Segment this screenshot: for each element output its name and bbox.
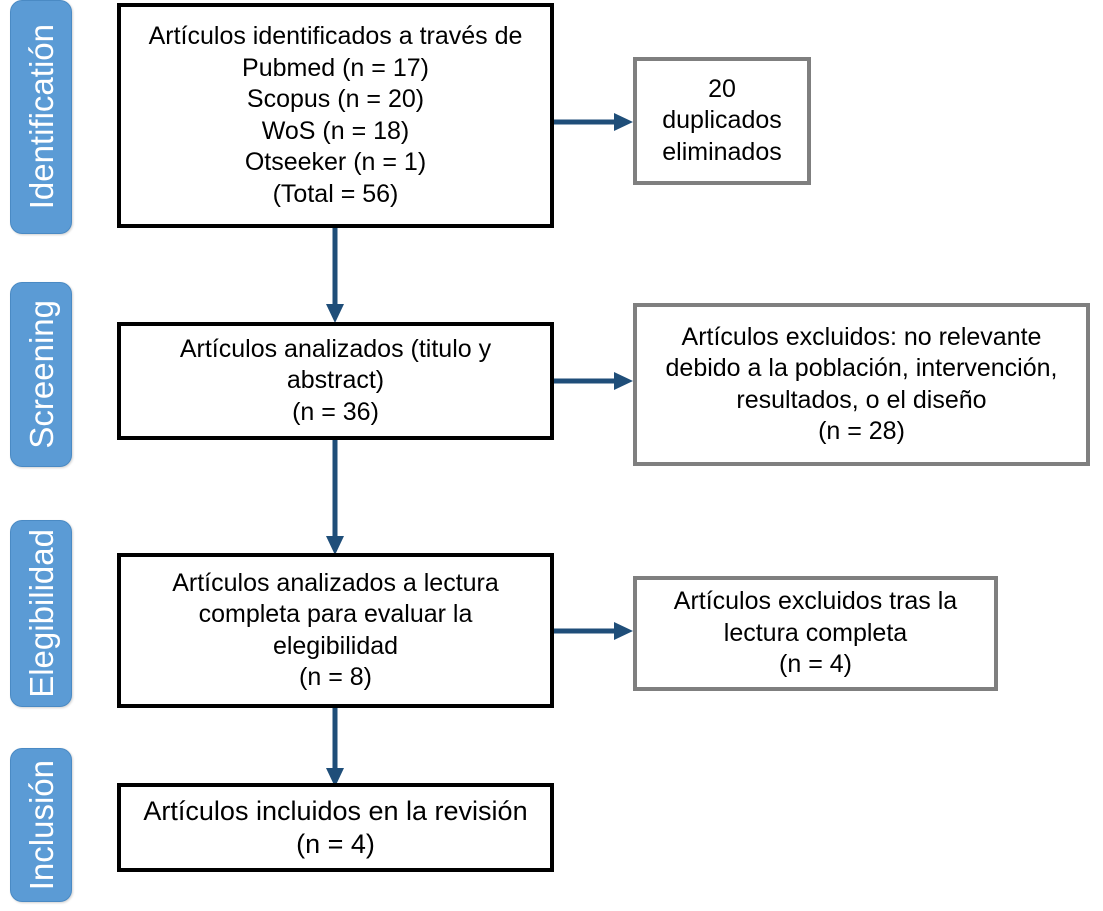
arrow-identified-to-screened (323, 228, 347, 324)
stage-tab-inclusion-label: Inclusión (22, 759, 60, 891)
box-articles-screened-text: Artículos analizados (titulo y abstract)… (179, 334, 492, 426)
box-screening-excluded: Artículos excluidos: no relevante debido… (633, 303, 1090, 466)
arrow-screened-to-fulltext (323, 440, 347, 556)
arrow-fulltext-to-fulltext-excluded (554, 619, 634, 643)
box-articles-identified-text: Artículos identificados a través de Pubm… (148, 22, 523, 208)
box-articles-included: Artículos incluidos en la revisión (n = … (117, 783, 554, 872)
stage-tab-screening-label: Screening (22, 300, 60, 449)
box-articles-included-text: Artículos incluidos en la revisión (n = … (143, 795, 528, 859)
box-screening-excluded-text: Artículos excluidos: no relevante debido… (665, 322, 1058, 446)
box-fulltext-excluded-text: Artículos excluidos tras la lectura comp… (673, 587, 958, 679)
box-fulltext-assessed-text: Artículos analizados a lectura completa … (172, 568, 499, 692)
stage-tab-identification-label: Identificatión (22, 24, 60, 210)
box-fulltext-assessed: Artículos analizados a lectura completa … (117, 553, 554, 708)
arrow-identified-to-duplicates (554, 110, 634, 134)
stage-tab-identification[interactable]: Identificatión (10, 0, 72, 234)
box-duplicates-removed-text: 20 duplicados eliminados (662, 74, 782, 166)
stage-tab-inclusion[interactable]: Inclusión (10, 748, 72, 902)
stage-tab-eligibility[interactable]: Elegibilidad (10, 520, 72, 707)
stage-tab-eligibility-label: Elegibilidad (22, 529, 60, 698)
arrow-fulltext-to-included (323, 708, 347, 788)
box-fulltext-excluded: Artículos excluidos tras la lectura comp… (633, 576, 998, 691)
arrow-screened-to-screening-excluded (554, 369, 634, 393)
box-articles-screened: Artículos analizados (titulo y abstract)… (117, 322, 554, 440)
stage-tab-screening[interactable]: Screening (10, 282, 72, 467)
box-articles-identified: Artículos identificados a través de Pubm… (117, 3, 554, 228)
box-duplicates-removed: 20 duplicados eliminados (633, 57, 811, 185)
